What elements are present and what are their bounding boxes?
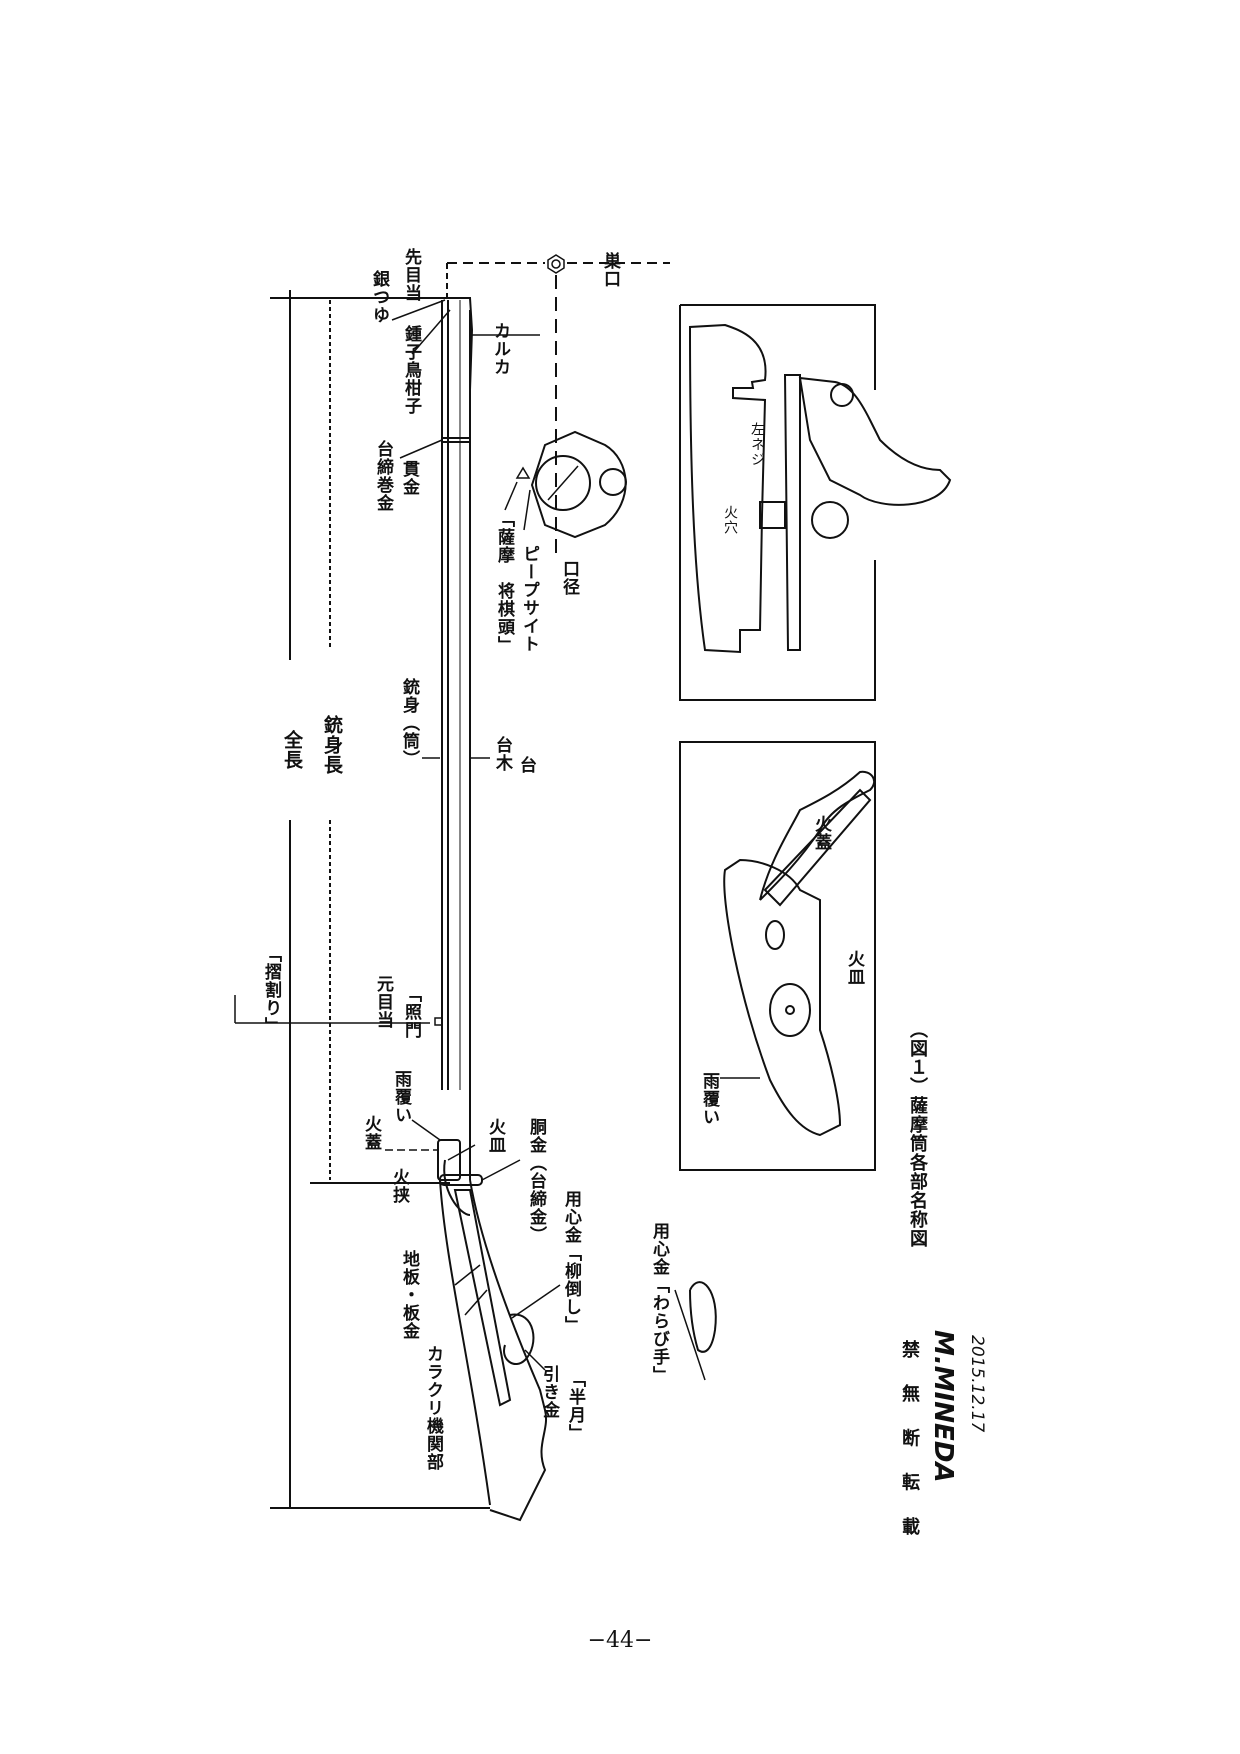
muzzle-label: 巣口 xyxy=(600,252,620,288)
trigger-label: 引き金 xyxy=(539,1365,559,1419)
stock-label-2: 台 xyxy=(516,756,536,774)
folding-label: 「摺割り」 xyxy=(261,945,281,1035)
body-band-label: 胴金（台締金） xyxy=(526,1118,546,1244)
stock-band-label: 台締巻金 xyxy=(373,440,393,512)
hanger-label: 貫金 xyxy=(399,460,419,496)
detail-rain-cover-label: 雨覆い xyxy=(699,1072,719,1126)
barrel-length-label: 銃身長 xyxy=(321,715,343,775)
stock-label: 台木 xyxy=(492,736,512,772)
page-number: −44− xyxy=(587,1628,653,1653)
fire-hole-label: 火穴 xyxy=(722,505,738,535)
peep-sight-label: ピープサイト xyxy=(519,545,539,653)
copyright-notice: 禁 無 断 転 載 xyxy=(899,1340,920,1546)
silver-tsuyu-label: 銀つゆ xyxy=(369,270,389,324)
rear-sight-ref-label: 元目当 xyxy=(373,975,393,1029)
barrel-label: 銃身（筒） xyxy=(399,678,419,768)
trigger-guard-warabi-label: 用心金「わらび手」 xyxy=(649,1222,669,1384)
overall-length-label: 全長 xyxy=(281,730,303,770)
figure-caption: （図１）薩摩筒各部名称図 xyxy=(907,1020,928,1248)
left-screw-label: 左ネジ xyxy=(749,422,765,467)
author-signature: M.MINEDA xyxy=(928,1330,958,1483)
trigger-guard-yanagi-label: 用心金「柳倒し」 xyxy=(561,1190,581,1334)
barrel-band-label: 鍾子鳥柑子 xyxy=(401,325,421,415)
rear-sight-label: 「照門 xyxy=(401,985,421,1039)
half-moon-label: 「半月」 xyxy=(565,1370,585,1442)
bore-label: 口径 xyxy=(559,560,579,596)
signature-date: 2015.12.17 xyxy=(967,1335,987,1433)
fire-clamp-label: 火挟 xyxy=(389,1168,409,1204)
mechanism-label: カラクリ機関部 xyxy=(423,1345,443,1471)
karuka-label: カルカ xyxy=(490,322,510,376)
satsuma-head-label: 「薩摩 将棋頭」 xyxy=(494,510,514,654)
flash-pan-label: 火皿 xyxy=(485,1118,505,1154)
detail-flash-pan-label: 火皿 xyxy=(844,950,864,986)
detail-pan-cover-label: 火蓋 xyxy=(811,815,831,851)
rain-cover-label: 雨覆い xyxy=(391,1070,411,1124)
pan-cover-label: 火蓋 xyxy=(361,1115,381,1151)
lock-plate-label: 地板・板金 xyxy=(399,1250,419,1340)
front-sight-label: 先目当 xyxy=(401,248,421,302)
